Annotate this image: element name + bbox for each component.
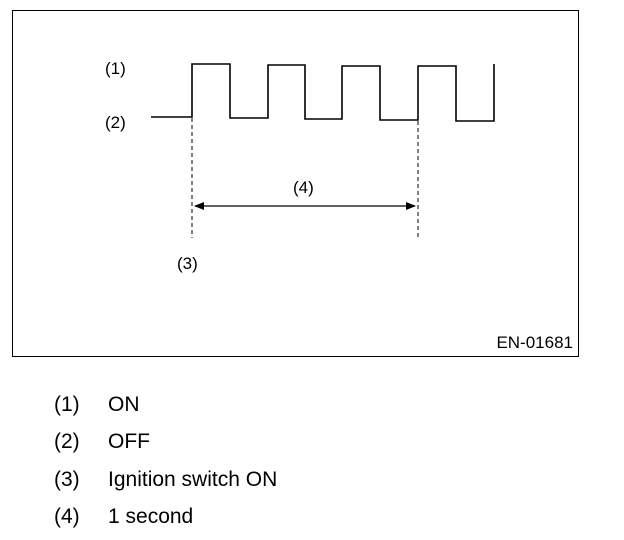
- label-off: (2): [105, 113, 126, 132]
- label-ignition: (3): [177, 254, 198, 273]
- legend-marker: (2): [54, 430, 80, 454]
- figure-frame: [12, 10, 579, 357]
- legend-text: OFF: [108, 430, 150, 454]
- label-on: (1): [105, 59, 126, 78]
- label-duration: (4): [293, 178, 314, 197]
- legend-marker: (1): [54, 392, 80, 416]
- legend-text: Ignition switch ON: [108, 467, 278, 491]
- legend-item-on: (1) ON: [54, 386, 277, 424]
- signal-diagram: (1) (2) (4) (3) EN-01681: [105, 59, 573, 352]
- legend-item-duration: (4) 1 second: [54, 499, 277, 537]
- legend: (1) ON (2) OFF (3) Ignition switch ON (4…: [54, 386, 277, 536]
- legend-item-ignition: (3) Ignition switch ON: [54, 461, 277, 499]
- legend-marker: (4): [54, 505, 80, 529]
- legend-text: ON: [108, 392, 140, 416]
- square-wave-signal: [151, 63, 495, 122]
- legend-marker: (3): [54, 467, 80, 491]
- figure-code: EN-01681: [496, 333, 573, 352]
- legend-item-off: (2) OFF: [54, 424, 277, 462]
- legend-text: 1 second: [108, 505, 194, 529]
